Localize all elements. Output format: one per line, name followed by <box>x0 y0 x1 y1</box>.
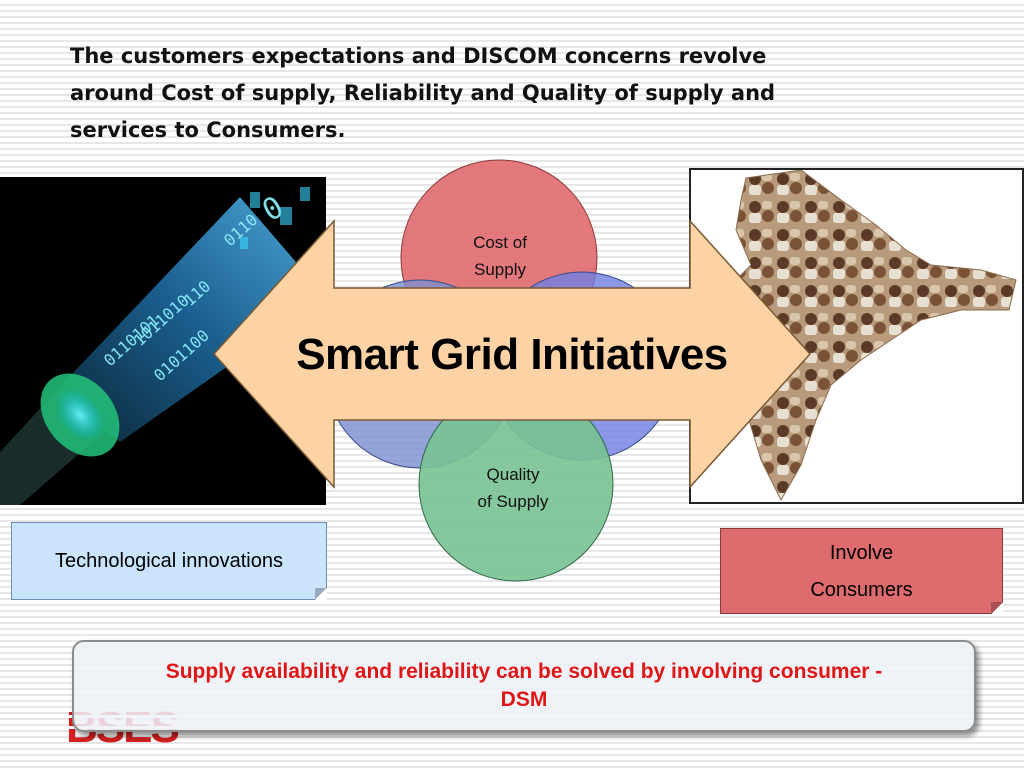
india-map-image <box>689 168 1024 504</box>
cost-label-line-2: Supply <box>474 260 526 279</box>
page-fold-icon <box>315 588 327 600</box>
quality-label-line-1: Quality <box>486 465 540 484</box>
fiber-optic-image: 0110101 1011010 0101100 110 0110 0 <box>0 177 326 505</box>
technological-innovations-box: Technological innovations <box>11 522 327 600</box>
cost-of-supply-label: Cost of Supply <box>440 229 560 283</box>
cost-label-line-1: Cost of <box>473 233 527 252</box>
headline-line-3: services to Consumers. <box>70 118 346 142</box>
involve-consumers-box: Involve Consumers <box>720 528 1003 614</box>
involve-label: Involve <box>829 542 894 564</box>
dsm-note-line-1: Supply availability and reliability can … <box>165 660 883 683</box>
headline: The customers expectations and DISCOM co… <box>70 38 950 149</box>
technological-innovations-label: Technological innovations <box>55 549 283 572</box>
headline-line-1: The customers expectations and DISCOM co… <box>70 44 767 68</box>
quality-label-line-2: of Supply <box>477 492 549 511</box>
double-arrow-icon <box>212 219 812 489</box>
fiber-optic-icon: 0110101 1011010 0101100 110 0110 0 <box>0 177 326 505</box>
dsm-note-line-2: DSM <box>500 688 548 711</box>
dsm-note-box: Supply availability and reliability can … <box>72 640 976 732</box>
smart-grid-title: Smart Grid Initiatives <box>296 330 728 379</box>
consumers-label: Consumers <box>810 579 913 601</box>
headline-line-2: around Cost of supply, Reliability and Q… <box>70 81 776 105</box>
quality-of-supply-label: Quality of Supply <box>453 461 573 515</box>
page-fold-icon <box>991 602 1003 614</box>
dsm-note-text: Supply availability and reliability can … <box>156 658 893 714</box>
